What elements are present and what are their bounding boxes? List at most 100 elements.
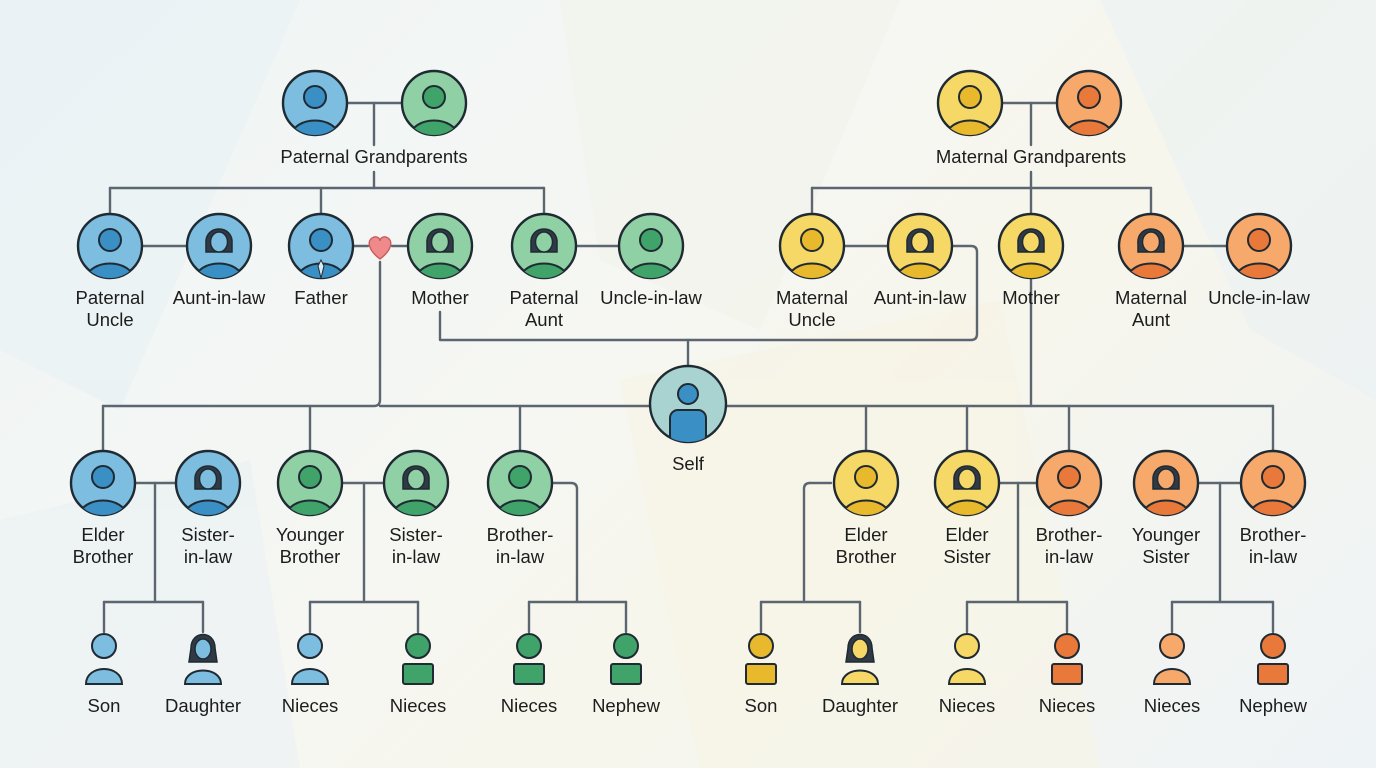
person-label: Brother [73, 546, 134, 567]
person-label: Daughter [165, 695, 241, 716]
person-mother[interactable]: Mother [406, 212, 474, 308]
person-paternal-grandfather[interactable] [281, 69, 349, 137]
person-maternal-grandmother[interactable] [1055, 69, 1123, 137]
connector-line [438, 310, 690, 368]
person-label: Uncle [86, 309, 133, 330]
person-label: Younger [276, 524, 344, 545]
person-nephew-1[interactable]: Nephew [592, 633, 661, 716]
heart-icon [368, 236, 392, 260]
person-daughter-1[interactable]: Daughter [165, 633, 241, 717]
person-son-2[interactable]: Son [745, 633, 778, 716]
person-label: Aunt [525, 309, 563, 330]
person-nieces-3[interactable]: Nieces [501, 633, 558, 716]
person-label: Sister- [181, 524, 234, 545]
person-label: Aunt-in-law [874, 287, 967, 308]
maternal-grandparents-label: Maternal Grandparents [936, 146, 1126, 167]
person-son-1[interactable]: Son [84, 633, 124, 716]
person-label: Nephew [1239, 695, 1308, 716]
person-icon [840, 633, 880, 685]
person-label: Aunt-in-law [173, 287, 266, 308]
person-icon [745, 633, 777, 685]
person-icon [183, 633, 223, 685]
person-brother-in-law-3[interactable]: Brother-in-law [1240, 449, 1307, 567]
person-maternal-aunt-in-law[interactable]: Aunt-in-law [874, 212, 967, 308]
person-icon [1125, 228, 1177, 278]
person-nephew-2[interactable]: Nephew [1239, 633, 1308, 716]
person-label: Elder [81, 524, 124, 545]
person-label: Nieces [1144, 695, 1201, 716]
person-nieces-2[interactable]: Nieces [390, 633, 447, 716]
person-label: Uncle [788, 309, 835, 330]
person-label: Brother [836, 546, 897, 567]
person-father[interactable]: Father [287, 212, 355, 308]
person-nieces-1[interactable]: Nieces [282, 633, 339, 716]
person-label: in-law [1249, 546, 1298, 567]
person-label: Maternal [1115, 287, 1187, 308]
person-self[interactable]: Self [648, 364, 728, 474]
connector-lines [101, 101, 1275, 634]
person-label: Sister [1142, 546, 1189, 567]
person-label: Paternal [76, 287, 145, 308]
person-paternal-aunt-in-law[interactable]: Aunt-in-law [173, 212, 266, 308]
person-icon [1051, 633, 1083, 685]
person-maternal-uncle-in-law[interactable]: Uncle-in-law [1208, 212, 1311, 308]
person-nieces-5[interactable]: Nieces [1039, 633, 1096, 716]
person-label: Brother- [487, 524, 554, 545]
person-brother-in-law-2[interactable]: Brother-in-law [1036, 449, 1103, 567]
person-brother-in-law-1[interactable]: Brother-in-law [487, 449, 554, 567]
person-icon [1152, 633, 1192, 685]
person-label: in-law [392, 546, 441, 567]
person-label: Elder [844, 524, 887, 545]
connector-line [101, 260, 382, 408]
person-nieces-6[interactable]: Nieces [1144, 633, 1201, 716]
person-label: Father [294, 287, 347, 308]
person-label: Nephew [592, 695, 661, 716]
person-nieces-4[interactable]: Nieces [939, 633, 996, 716]
person-maternal-grandfather[interactable] [936, 69, 1004, 137]
person-label: Sister- [389, 524, 442, 545]
person-label: Daughter [822, 695, 898, 716]
person-label: Uncle-in-law [1208, 287, 1310, 308]
person-icon [402, 633, 434, 685]
person-icon [947, 633, 987, 685]
person-label: Mother [411, 287, 469, 308]
person-paternal-grandmother[interactable] [400, 69, 468, 137]
person-label: Self [672, 453, 705, 474]
paternal-grandparents-label: Paternal Grandparents [280, 146, 467, 167]
person-icon [669, 383, 707, 442]
person-icon [941, 465, 993, 515]
person-icon [290, 633, 330, 685]
person-icon [513, 633, 545, 685]
person-label: Brother- [1036, 524, 1103, 545]
person-label: Aunt [1132, 309, 1170, 330]
person-label: in-law [1045, 546, 1094, 567]
group-labels: Paternal Grandparents Maternal Grandparen… [280, 146, 1126, 167]
person-icon [1063, 85, 1115, 135]
person-sister-in-law-1[interactable]: Sister-in-law [174, 449, 242, 567]
person-mother-maternal[interactable]: Mother [997, 212, 1065, 308]
person-paternal-uncle-in-law[interactable]: Uncle-in-law [600, 212, 703, 308]
person-label: Elder [945, 524, 988, 545]
person-sister-in-law-2[interactable]: Sister-in-law [382, 449, 450, 567]
person-label: Maternal [776, 287, 848, 308]
person-icon [1140, 465, 1192, 515]
person-label: in-law [496, 546, 545, 567]
person-daughter-2[interactable]: Daughter [822, 633, 898, 717]
person-icon [1257, 633, 1289, 685]
person-label: Younger [1132, 524, 1200, 545]
person-icon [84, 633, 124, 685]
person-label: Nieces [501, 695, 558, 716]
person-label: Son [88, 695, 121, 716]
person-label: Paternal [510, 287, 579, 308]
